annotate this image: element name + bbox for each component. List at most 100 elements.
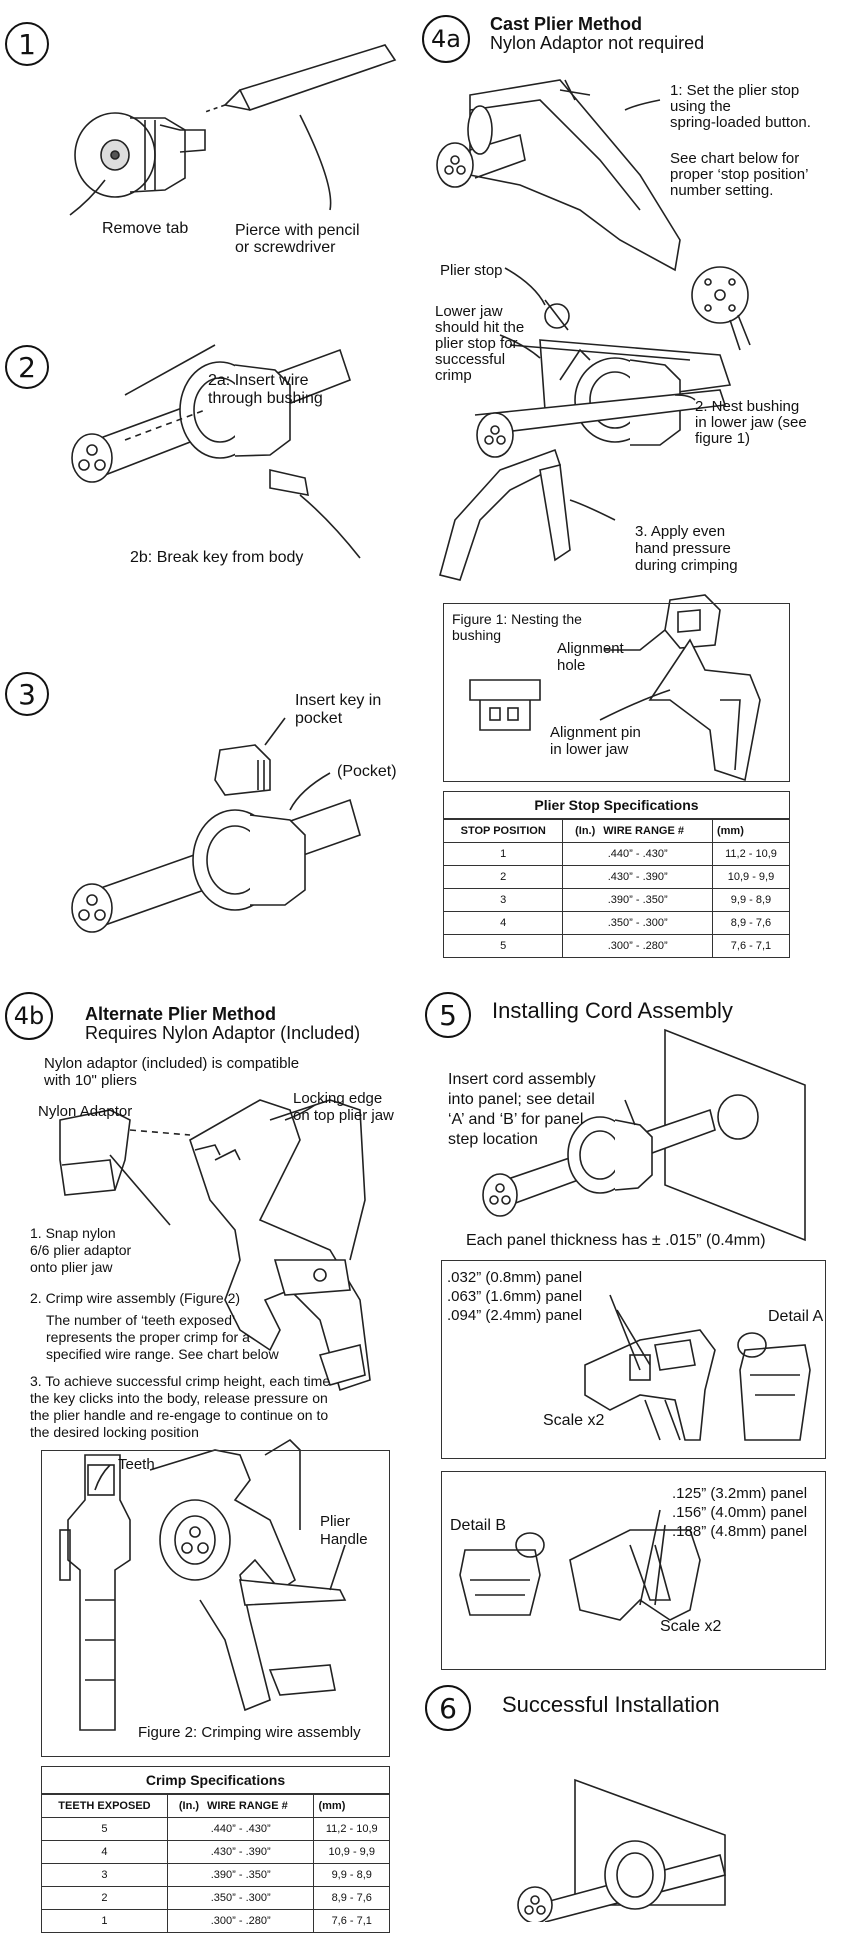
detail-b-panels-label: .125” (3.2mm) panel .156” (4.0mm) panel … [672,1485,808,1540]
table-row: 4.430” - .390”10,9 - 9,9 [42,1840,389,1864]
table-row: 1.440” - .430”11,2 - 10,9 [444,842,789,866]
table-row: 3.390” - .350”9,9 - 8,9 [444,888,789,912]
detail-a-panels-label: .032” (0.8mm) panel .063” (1.6mm) panel … [447,1269,583,1324]
compat-note: Nylon adaptor (included) is compatible w… [44,1055,300,1089]
detail-b-illustration [459,1509,701,1621]
header-teeth-exposed: TEETH EXPOSED [42,1794,168,1818]
table-row: 4.350” - .300”8,9 - 7,6 [444,911,789,935]
step-2-number: 2 [5,345,49,389]
break-key-label: 2b: Break key from body [130,549,304,566]
table-cell: 7,6 - 7,1 [711,934,789,957]
table-cell: 2 [42,1886,168,1910]
step-4b-subtitle: Requires Nylon Adaptor (Included) [85,1023,361,1043]
table-cell: 10,9 - 9,9 [313,1840,389,1864]
header-in: (In.) [562,819,600,843]
step6-illustration [517,1778,726,1922]
table-cell: 10,9 - 9,9 [711,865,789,889]
table-cell: 9,9 - 8,9 [711,888,789,912]
achieve-crimp-step: 3. To achieve successful crimp height, e… [30,1373,331,1440]
header-wire-range: WIRE RANGE # [203,1794,315,1818]
insert-key-label: Insert key in pocket [295,692,382,727]
step-6-title: Successful Installation [502,1692,720,1717]
table-cell: 1 [42,1909,168,1932]
detail-b-box [441,1471,826,1670]
table-cell: .390” - .350” [562,888,713,912]
remove-tab-label: Remove tab [102,220,189,237]
plier-stop-dial [691,266,751,351]
table-cell: 2 [444,865,564,889]
detail-b-label: Detail B [450,1517,507,1534]
table-cell: 3 [444,888,564,912]
table-cell: .440” - .430” [166,1817,315,1841]
step3-illustration [71,717,361,933]
figure-2-box [41,1450,390,1757]
header-mm: (mm) [313,1794,389,1818]
crimp-table-grid: TEETH EXPOSED (In.) WIRE RANGE # (mm) 5.… [42,1794,389,1932]
step2-illustration [71,344,361,559]
table-row: 5.440” - .430”11,2 - 10,9 [42,1817,389,1841]
step-4a-number: 4a [422,15,470,63]
figure2-illustration [59,1438,347,1731]
detail-a-box [441,1260,826,1459]
table-row: 2.350” - .300”8,9 - 7,6 [42,1886,389,1910]
nylon-adaptor-label: Nylon Adaptor [38,1103,133,1120]
detail-b-scale: Scale x2 [660,1618,722,1635]
table-cell: 4 [42,1840,168,1864]
alignment-hole-label: Alignment hole [557,640,624,674]
teeth-exposed-note: The number of ‘teeth exposed’ represents… [46,1312,279,1362]
table-cell: 8,9 - 7,6 [313,1886,389,1910]
table-cell: .300” - .280” [562,934,713,957]
table-cell: 3 [42,1863,168,1887]
step1-bushing-illustration [74,112,206,198]
table-row: 1.300” - .280”7,6 - 7,1 [42,1909,389,1932]
table-row: 3.390” - .350”9,9 - 8,9 [42,1863,389,1887]
table-header-row: STOP POSITION (In.) WIRE RANGE # (mm) [444,819,789,843]
pencil-illustration [204,44,397,113]
table-cell: 9,9 - 8,9 [313,1863,389,1887]
table-cell: 11,2 - 10,9 [313,1817,389,1841]
insert-cord-label: Insert cord assembly into panel; see det… [448,1071,596,1148]
header-wire-range: WIRE RANGE # [599,819,713,843]
table-cell: .350” - .300” [166,1886,315,1910]
pierce-label: Pierce with pencil or screwdriver [235,222,360,256]
lower-jaw-label: Lower jaw should hit the plier stop for … [435,303,525,384]
figure-2-caption: Figure 2: Crimping wire assembly [138,1724,361,1741]
pocket-label: (Pocket) [337,763,397,780]
table-cell: 8,9 - 7,6 [711,911,789,935]
step-1-number: 1 [5,22,49,66]
table-cell: 4 [444,911,564,935]
table-cell: 1 [444,842,564,866]
table-cell: .350” - .300” [562,911,713,935]
plier-stop-table-grid: STOP POSITION (In.) WIRE RANGE # (mm) 1.… [444,819,789,957]
table-cell: 7,6 - 7,1 [313,1909,389,1932]
step-4b-number: 4b [5,992,53,1040]
table-cell: 5 [444,934,564,957]
table-cell: .430” - .390” [562,865,713,889]
cast-plier-top-illustration [436,79,681,272]
step-4a-title: Cast Plier Method [490,14,643,34]
header-in: (In.) [166,1794,204,1818]
table-cell: .430” - .390” [166,1840,315,1864]
insert-wire-label: 2a: Insert wire through bushing [208,372,323,407]
see-chart-label: See chart below for proper ‘stop positio… [670,150,809,199]
tolerance-note: Each panel thickness has ± .015” (0.4mm) [466,1232,766,1249]
teeth-label: Teeth [118,1456,155,1473]
table-cell: .300” - .280” [166,1909,315,1932]
step-4a-subtitle: Nylon Adaptor not required [490,33,705,53]
figure1-illustration [469,594,761,782]
adjustable-plier-illustration [189,1099,371,1392]
plier-handle-label: Plier Handle [320,1513,368,1548]
crimp-spec-table: Crimp Specifications TEETH EXPOSED (In.)… [41,1766,390,1933]
figure-1-title: Figure 1: Nesting the bushing [452,611,582,643]
apply-pressure-label: 3. Apply even hand pressure during crimp… [635,523,738,574]
cast-plier-main-illustration [439,299,732,581]
table-row: 5.300” - .280”7,6 - 7,1 [444,934,789,957]
alignment-pin-label: Alignment pin in lower jaw [550,724,641,758]
snap-adaptor-step: 1. Snap nylon 6/6 plier adaptor onto pli… [30,1225,132,1275]
nylon-adaptor-illustration [59,1109,191,1226]
table-cell: .440” - .430” [562,842,713,866]
locking-edge-label: Locking edge on top plier jaw [293,1090,394,1124]
crimp-table-title: Crimp Specifications [42,1767,389,1794]
set-stop-label: 1: Set the plier stop using the spring-l… [670,82,811,131]
